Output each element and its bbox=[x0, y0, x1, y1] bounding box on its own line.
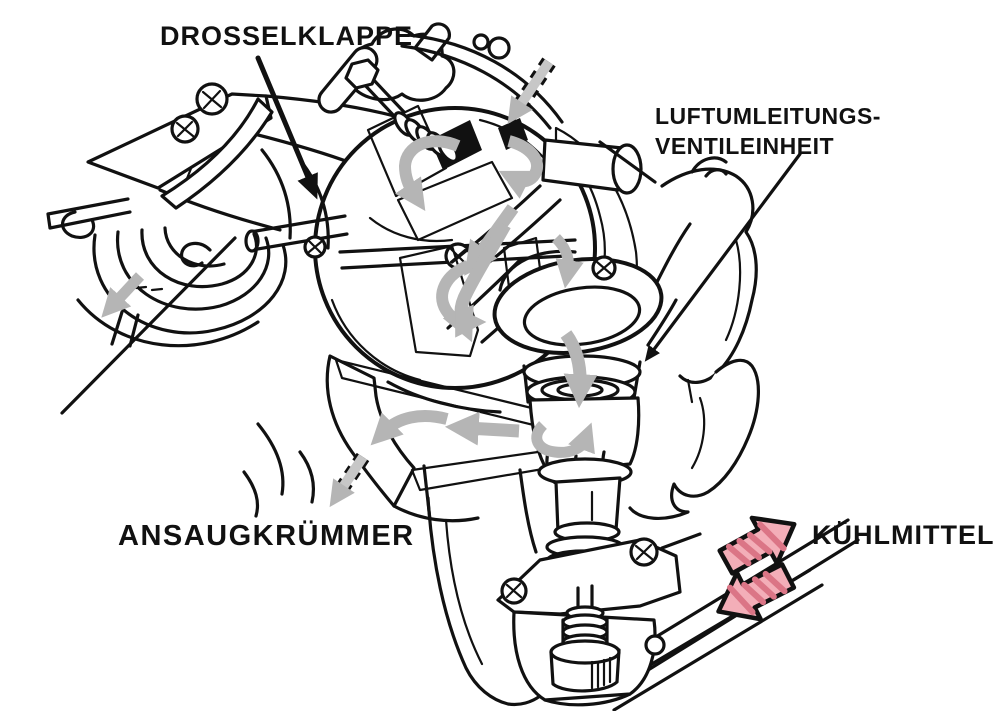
throttle-valve-pointer-arrow bbox=[255, 55, 318, 200]
airflow-arrow-wall bbox=[551, 234, 584, 289]
airflow-arrows bbox=[101, 57, 598, 508]
label-intake-manifold: ANSAUGKRÜMMER bbox=[118, 519, 415, 552]
airflow-arrow-inlet-dashed bbox=[507, 59, 554, 125]
coolant-arrow-out bbox=[717, 515, 797, 576]
label-air-bypass-line2: VENTILEINHEIT bbox=[655, 133, 834, 159]
coolant-arrow-in bbox=[716, 562, 797, 622]
throttle-linkage-art bbox=[46, 82, 288, 348]
airflow-arrow-outlet-dashed bbox=[329, 454, 368, 508]
airflow-arrow-hook-left bbox=[395, 135, 461, 211]
airflow-arrow-drum bbox=[101, 272, 145, 318]
airflow-arrow-swirl bbox=[531, 421, 595, 458]
label-coolant: KÜHLMITTEL bbox=[812, 520, 994, 550]
bypass-valve-leader-line bbox=[644, 152, 802, 362]
airflow-arrow-runner-left bbox=[444, 411, 520, 446]
callouts: DROSSELKLAPPE LUFTUMLEITUNGS- VENTILEINH… bbox=[118, 21, 994, 552]
airflow-arrow-bottom-hook bbox=[436, 260, 487, 338]
label-throttle-valve: DROSSELKLAPPE bbox=[160, 21, 413, 51]
airflow-arrow-runner-curve bbox=[370, 410, 449, 446]
airflow-arrow-into-valve bbox=[560, 330, 598, 409]
throttle-top-parts-art bbox=[317, 22, 657, 195]
label-air-bypass-line1: LUFTUMLEITUNGS- bbox=[655, 103, 881, 129]
airflow-arrow-hook-right bbox=[498, 135, 543, 199]
manifold-lobes-art bbox=[628, 156, 760, 520]
